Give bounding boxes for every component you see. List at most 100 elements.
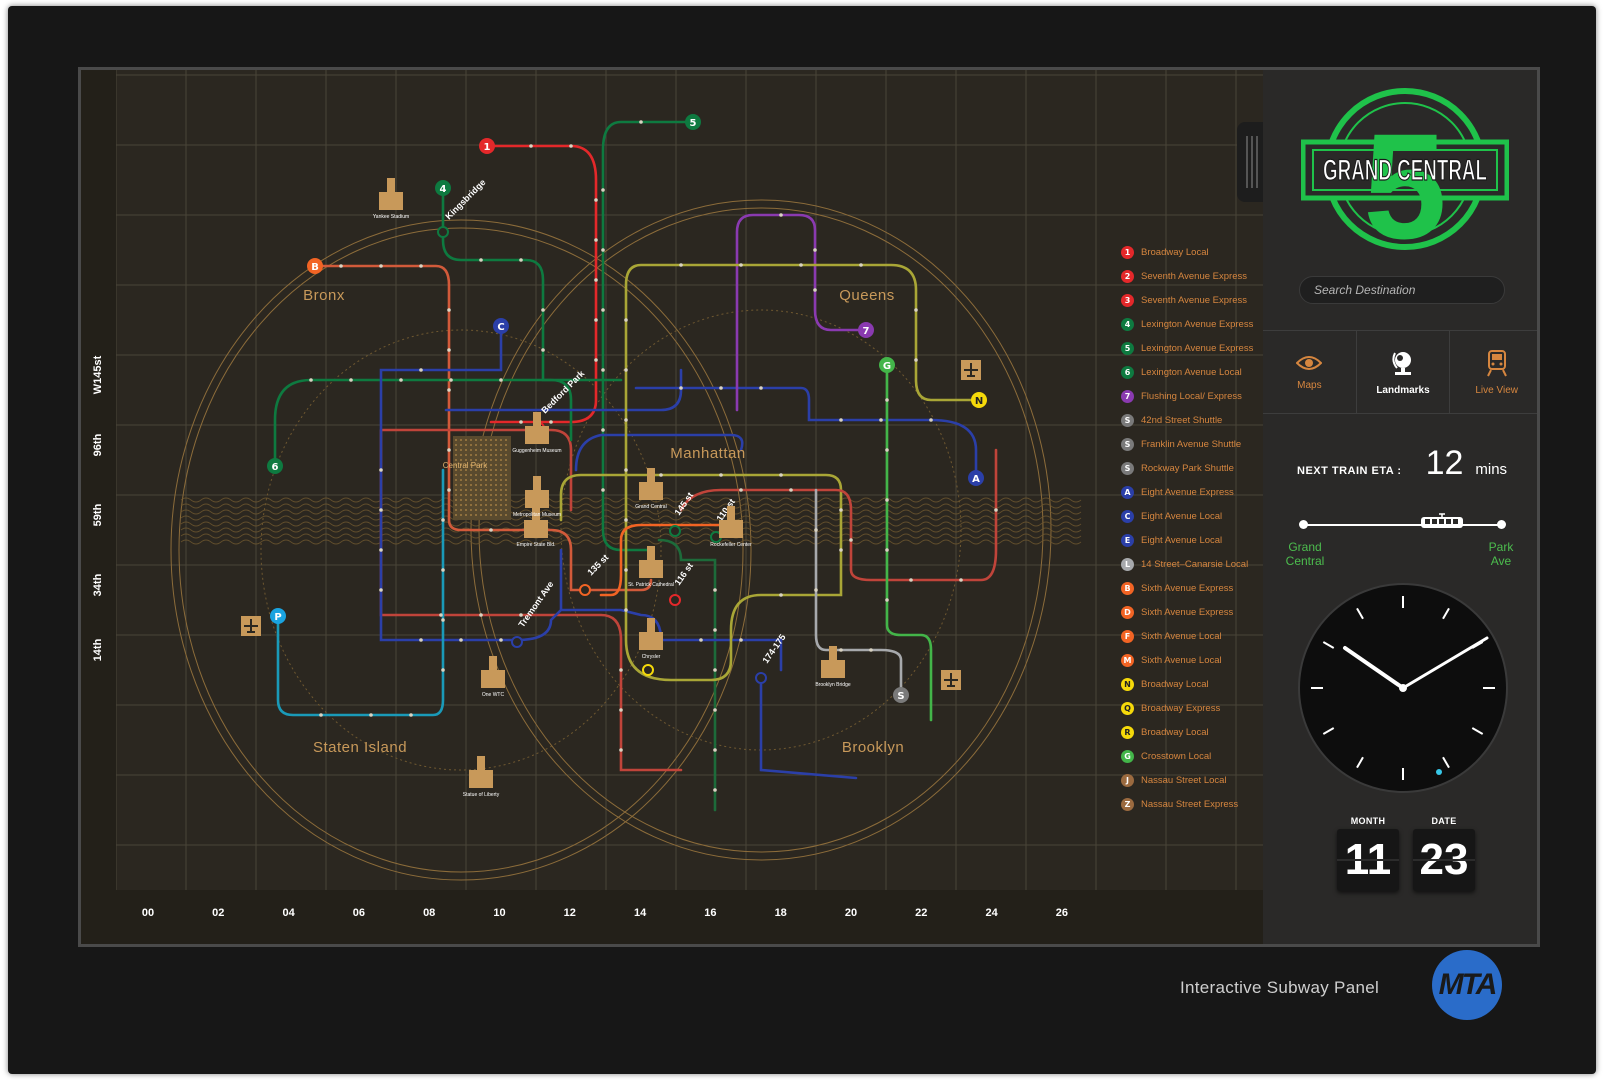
line-badge: J [1121,773,1134,787]
panel-handle[interactable] [1237,122,1265,202]
clock-tick [1442,756,1450,769]
svg-text:S: S [897,691,904,702]
landmark-label: Chrysler [642,654,661,660]
legend-item[interactable]: G Crosstown Local [1121,744,1271,768]
x-axis-label: 04 [282,907,295,919]
landmark-icon [481,656,505,688]
landmark-icon [719,506,743,538]
x-axis-label: 12 [564,907,576,919]
landmark-icon [639,618,663,650]
line-badge: R [1121,725,1134,739]
panel-tabs: Maps Landmarks [1263,330,1537,414]
landmark-label: One WTC [482,692,505,698]
station-marker [511,636,523,648]
subway-line [657,538,717,812]
landmark-icon [525,476,549,508]
landmark-icon [821,646,845,678]
analog-clock [1298,583,1508,793]
route-end-dot [1497,520,1506,529]
legend-label: Broadway Local [1141,246,1209,258]
landmark-label: Statue of Liberty [463,792,500,798]
legend-label: Seventh Avenue Express [1141,294,1247,306]
map-badge: 4 [435,180,451,196]
line-badge: E [1121,533,1134,547]
legend-label: Sixth Avenue Local [1141,630,1222,642]
legend-item[interactable]: 3 Seventh Avenue Express [1121,288,1271,312]
line-badge: 1 [1121,245,1134,259]
mta-brand: MTA [1438,968,1498,1001]
globe-icon [1392,351,1411,375]
search-input[interactable]: Search Destination [1299,276,1505,304]
tab-live-view[interactable]: Live View [1450,331,1537,413]
map-badge: N [971,392,987,408]
legend-label: 14 Street–Canarsie Local [1141,558,1249,570]
y-axis-label: 96th [92,433,104,456]
logo-number: 5 [1363,102,1446,254]
subway-line [574,433,744,472]
month-display: MONTH 11 [1337,816,1399,891]
landmark-icon [469,756,493,788]
subway-line [735,213,868,412]
legend-item[interactable]: 1 Broadway Local [1121,240,1271,264]
landmark-label: Metropolitan Museum [513,512,561,518]
legend-label: Seventh Avenue Express [1141,270,1247,282]
landmark-label: Grand Central [635,504,666,510]
line-badge: G [1121,749,1134,763]
tab-label-landmarks: Landmarks [1376,384,1430,396]
clock-tick [1356,756,1364,769]
svg-text:P: P [274,612,281,623]
eta-value: 12 [1425,444,1464,482]
map-badge: S [893,687,909,703]
x-axis-label: 08 [423,907,435,919]
month-caption: MONTH [1350,816,1386,826]
subway-line [485,144,598,424]
landmark-icon [524,506,548,538]
landmark-icon [379,178,403,210]
subway-line [679,448,998,582]
date-caption: DATE [1431,816,1457,826]
legend-label: Lexington Avenue Express [1141,342,1254,354]
subway-line [601,120,695,552]
tab-landmarks[interactable]: Landmarks [1357,331,1451,413]
line-badge: 6 [1121,365,1134,379]
tab-maps[interactable]: Maps [1263,331,1357,413]
line-badge: 4 [1121,317,1134,331]
legend-label: Crosstown Local [1141,750,1212,762]
line-badge: 3 [1121,293,1134,307]
subway-line [559,263,981,682]
legend-item[interactable]: L 14 Street–Canarsie Local [1121,552,1271,576]
subway-line [444,368,858,780]
borough-label: Manhattan [670,445,745,462]
landmark-icon [525,412,549,444]
tab-label-live-view: Live View [1475,384,1518,396]
landmark-label: Yankee Stadium [373,214,409,220]
date-display: DATE 23 [1413,816,1475,891]
subway-line [634,386,978,480]
line-badge: L [1121,557,1134,571]
legend-label: Rockway Park Shuttle [1141,462,1234,474]
central-park [453,436,511,520]
route-line [1303,524,1503,526]
